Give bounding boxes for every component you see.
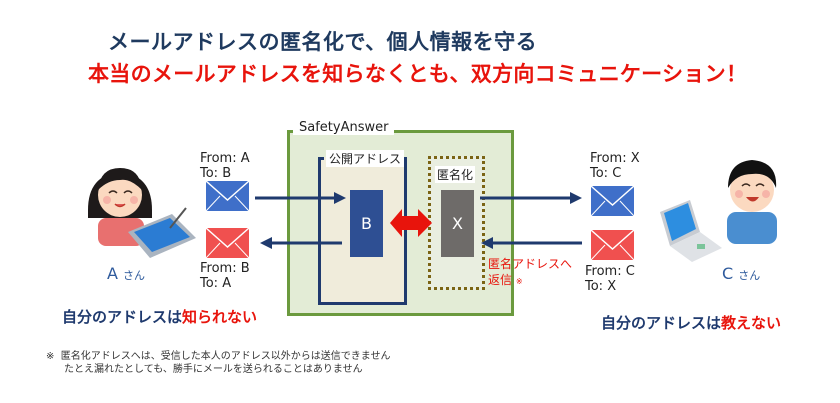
arrow-c-to-x (481, 237, 582, 249)
mail-to: To: B (200, 166, 232, 181)
caption-text: 自分のアドレスは (62, 308, 183, 326)
subheadline: 本当のメールアドレスを知らなくとも、双方向コミュニケーション！ (88, 62, 748, 86)
person-a-name: A (107, 264, 118, 283)
mail-from: From: X (590, 151, 640, 166)
public-address-b: B (350, 190, 383, 257)
person-c-caption: 自分のアドレスは教えない (601, 312, 781, 333)
footnote-line2: たとえ漏れたとしても、勝手にメールを送られることはありません (64, 364, 363, 375)
public-box-top-border (318, 157, 324, 160)
person-a-caption: 自分のアドレスは知られない (62, 306, 257, 327)
headline: メールアドレスの匿名化で、個人情報を守る (108, 30, 538, 54)
reply-note: 匿名アドレスへ 返信 ※ (488, 256, 572, 290)
caption-highlight: 知られない (182, 308, 258, 326)
person-c-label: C さん (722, 264, 760, 283)
person-c-name: C (722, 264, 734, 283)
mail-from: From: B (200, 261, 250, 276)
person-c-illustration (660, 160, 777, 262)
address-x-label: X (452, 214, 463, 233)
arrow-a-to-b (255, 192, 346, 204)
mail-to: To: C (590, 166, 622, 181)
mail-from: From: A (200, 151, 250, 166)
mail-to: To: A (200, 276, 232, 291)
footnote: ※ 匿名化アドレスへは、受信した本人のアドレス以外からは送信できません たとえ漏… (46, 350, 390, 376)
reply-note-line1: 匿名アドレスへ (488, 257, 573, 271)
caption-text: 自分のアドレスは (601, 314, 722, 332)
envelope-red-icon (590, 229, 635, 261)
person-a-suffix: さん (123, 269, 146, 282)
anonymize-label: 匿名化 (435, 166, 476, 183)
envelope-blue-icon (590, 185, 635, 217)
public-address-label: 公開アドレス (326, 150, 405, 167)
caption-highlight: 教えない (721, 314, 782, 332)
reply-note-mark: ※ (515, 277, 523, 286)
arrow-b-to-a (260, 237, 342, 249)
footnote-mark: ※ (46, 351, 55, 362)
person-a-label: A さん (107, 264, 145, 283)
reply-note-line2: 返信 (488, 273, 513, 287)
mail-to: To: X (585, 279, 617, 294)
envelope-red-icon (205, 227, 250, 259)
mail-from: From: C (585, 264, 635, 279)
arrow-x-to-c (480, 192, 582, 204)
mapping-double-arrow (390, 209, 432, 237)
person-a-illustration (88, 168, 196, 258)
footnote-line1: 匿名化アドレスへは、受信した本人のアドレス以外からは送信できません (60, 351, 391, 362)
person-c-suffix: さん (738, 269, 761, 282)
envelope-blue-icon (205, 180, 250, 212)
anonymous-address-x: X (441, 190, 474, 257)
safetyanswer-label: SafetyAnswer (293, 120, 395, 135)
address-b-label: B (361, 214, 372, 233)
